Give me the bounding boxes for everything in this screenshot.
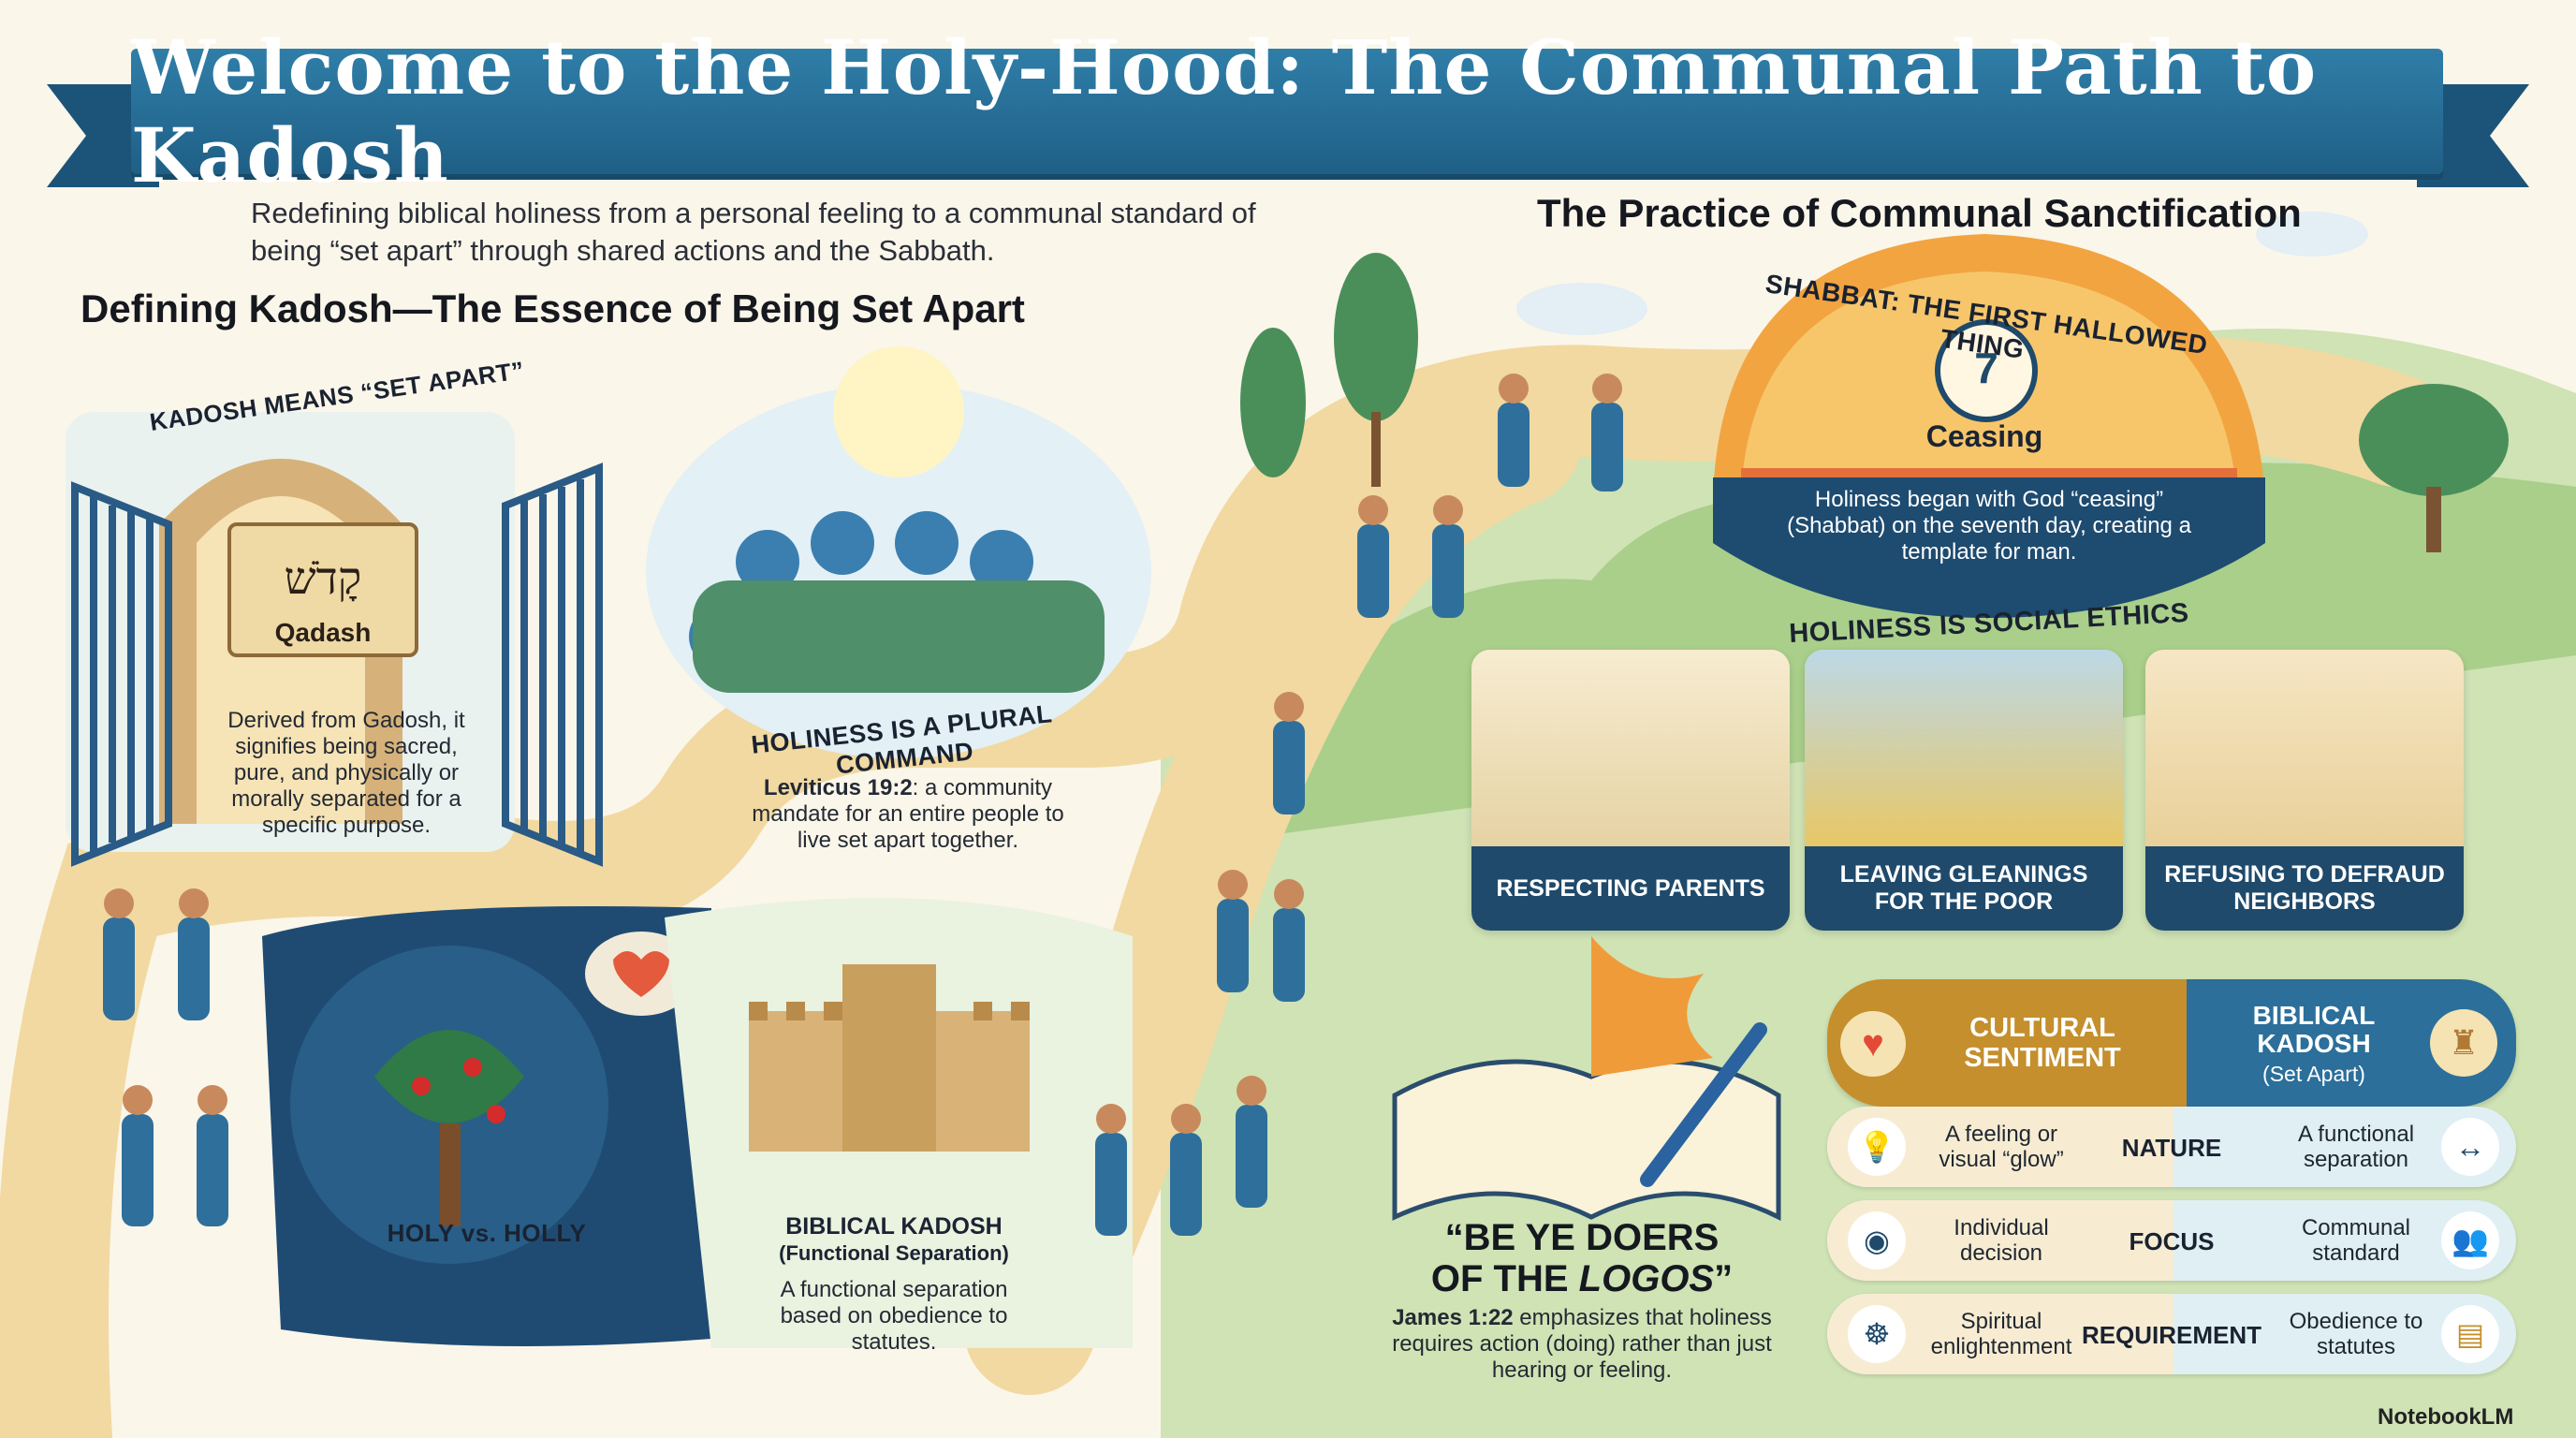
castle-icon: ♜ bbox=[2430, 1009, 2497, 1077]
plural-reference: Leviticus 19:2 bbox=[763, 775, 913, 800]
doers-title-line2: OF THE LOGOS” bbox=[1395, 1258, 1769, 1299]
doers-caption: James 1:22 emphasizes that holiness requ… bbox=[1385, 1305, 1778, 1384]
scroll-label: Qadash bbox=[274, 618, 372, 647]
biblical-nature: A functional separation bbox=[2297, 1122, 2415, 1172]
meditation-icon: ☸ bbox=[1848, 1305, 1906, 1363]
cultural-focus: Individual decision bbox=[1954, 1215, 2049, 1266]
cultural-requirement: Spiritual enlightenment bbox=[1930, 1309, 2072, 1359]
card-refusing-to-defraud: REFUSING TO DEFRAUD NEIGHBORS bbox=[2145, 650, 2464, 931]
hebrew-word: קָדֹשׁ bbox=[284, 552, 362, 605]
fortress-subtitle: (Functional Separation) bbox=[779, 1241, 1009, 1265]
biblical-kadosh-sub: (Set Apart) bbox=[2262, 1062, 2365, 1086]
fortress-description: A functional separation based on obedien… bbox=[780, 1277, 1008, 1355]
criterion-requirement: REQUIREMENT bbox=[2081, 1321, 2262, 1349]
comparison-row-nature: 💡 A feeling or visual “glow” NATURE A fu… bbox=[1827, 1107, 2516, 1187]
plural-description: : a community mandate for an entire peop… bbox=[752, 775, 1064, 853]
comparison-header: ♥ CULTURAL SENTIMENT BIBLICAL KADOSH (Se… bbox=[1827, 979, 2516, 1107]
document-icon: ▤ bbox=[2441, 1305, 2499, 1363]
seven-number: 7 bbox=[1974, 344, 1998, 392]
criterion-focus: FOCUS bbox=[2129, 1227, 2215, 1255]
card-respecting-parents: RESPECTING PARENTS bbox=[1471, 650, 1790, 931]
card-art bbox=[1805, 650, 2123, 846]
gate-description: Derived from Gadosh, it signifies being … bbox=[227, 708, 465, 838]
cultural-sentiment-header: CULTURAL SENTIMENT bbox=[1964, 1013, 2121, 1073]
eye-icon: ◉ bbox=[1848, 1211, 1906, 1269]
doers-title-line1: “BE YE DOERS bbox=[1444, 1217, 1720, 1258]
people-icon: 👥 bbox=[2441, 1211, 2499, 1269]
card-art bbox=[2145, 650, 2464, 846]
doers-title: “BE YE DOERS OF THE LOGOS” bbox=[1395, 1217, 1769, 1299]
doers-title-suffix: ” bbox=[1714, 1258, 1734, 1299]
doers-reference: James 1:22 bbox=[1392, 1305, 1514, 1330]
page-subtitle: Redefining biblical holiness from a pers… bbox=[251, 197, 1256, 267]
notebooklm-brand: NotebookLM bbox=[2378, 1404, 2514, 1430]
title-banner: Welcome to the Holy-Hood: The Communal P… bbox=[131, 23, 2443, 199]
separation-arrows-icon: ↔ bbox=[2441, 1118, 2499, 1176]
doers-title-logos: LOGOS bbox=[1578, 1258, 1715, 1299]
section-heading-right: The Practice of Communal Sanctification bbox=[1537, 191, 2302, 235]
comparison-row-requirement: ☸ Spiritual enlightenment REQUIREMENT Ob… bbox=[1827, 1294, 2516, 1374]
heart-icon: ♥ bbox=[1840, 1011, 1906, 1077]
card-leaving-gleanings: LEAVING GLEANINGS FOR THE POOR bbox=[1805, 650, 2123, 931]
section-heading-left: Defining Kadosh—The Essence of Being Set… bbox=[80, 286, 1025, 330]
doers-title-prefix: OF THE bbox=[1430, 1258, 1579, 1299]
card-label: REFUSING TO DEFRAUD NEIGHBORS bbox=[2145, 846, 2464, 931]
criterion-nature: NATURE bbox=[2121, 1134, 2222, 1162]
doers-description: emphasizes that holiness requires action… bbox=[1392, 1305, 1772, 1383]
ceasing-word: Ceasing bbox=[1925, 419, 2043, 453]
page-title: Welcome to the Holy-Hood: The Communal P… bbox=[131, 23, 2318, 199]
card-label: RESPECTING PARENTS bbox=[1471, 846, 1790, 931]
holly-label: HOLY vs. HOLLY bbox=[387, 1219, 587, 1247]
biblical-focus: Communal standard bbox=[2301, 1215, 2411, 1266]
comparison-row-focus: ◉ Individual decision FOCUS Communal sta… bbox=[1827, 1200, 2516, 1281]
plural-command-caption: Leviticus 19:2: a community mandate for … bbox=[739, 775, 1076, 854]
biblical-requirement: Obedience to statutes bbox=[2289, 1309, 2423, 1359]
shabbat-description: Holiness began with God “ceasing” (Shabb… bbox=[1787, 487, 2191, 565]
biblical-kadosh-header: BIBLICAL KADOSH bbox=[2252, 1001, 2376, 1058]
fortress-title: BIBLICAL KADOSH bbox=[785, 1213, 1003, 1240]
cultural-nature: A feeling or visual “glow” bbox=[1939, 1122, 2064, 1172]
card-label: LEAVING GLEANINGS FOR THE POOR bbox=[1805, 846, 2123, 931]
lightbulb-icon: 💡 bbox=[1848, 1118, 1906, 1176]
card-art bbox=[1471, 650, 1790, 846]
